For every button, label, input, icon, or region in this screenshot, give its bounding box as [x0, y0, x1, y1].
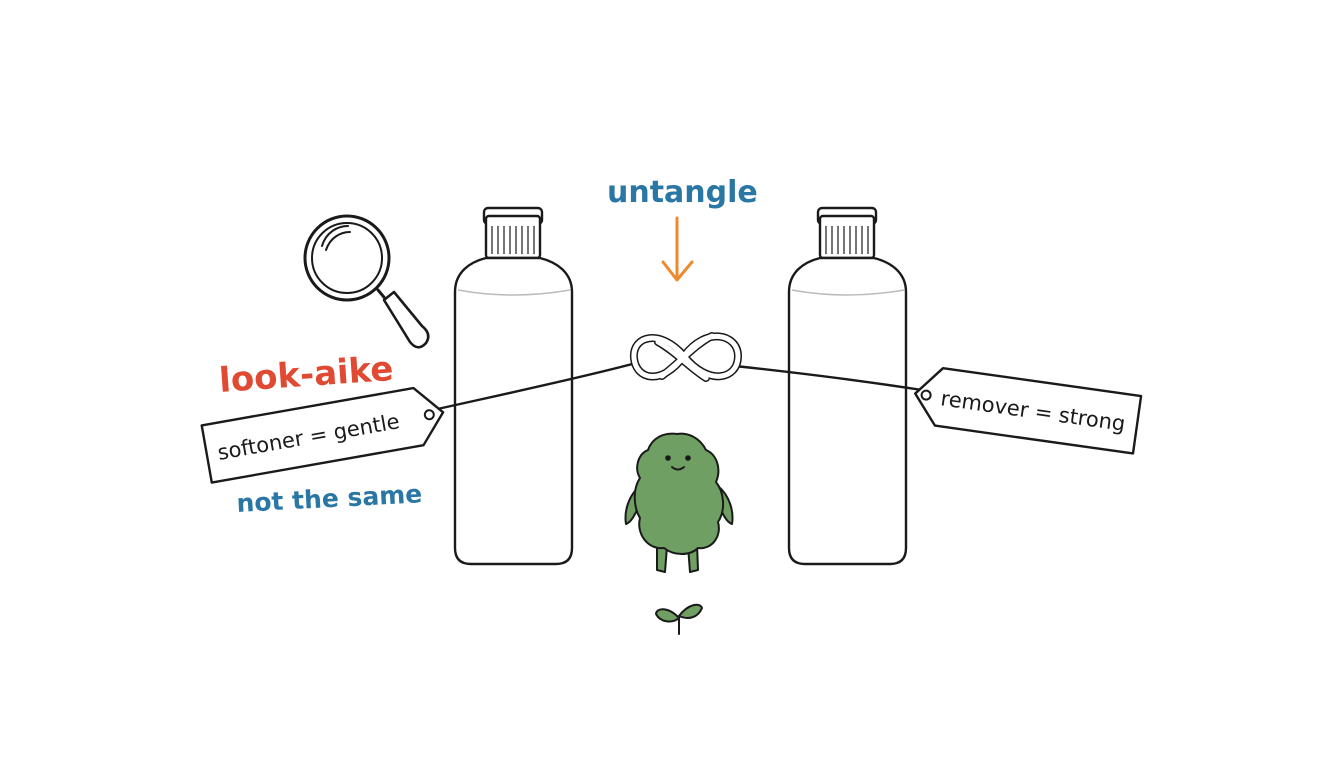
left-bottle-cap [484, 214, 542, 260]
left-bottle-body [453, 256, 574, 566]
look-alike-label: look-aike [218, 349, 395, 401]
sprout-icon [655, 603, 703, 635]
right-bottle-cap [818, 214, 876, 260]
right-tag: remover = strong [914, 366, 1143, 455]
left-bottle [453, 206, 574, 566]
arrow-down-icon [661, 216, 694, 282]
not-the-same-label: not the same [236, 479, 423, 518]
green-blob-mascot [624, 432, 734, 573]
knot-icon [629, 332, 743, 382]
right-bottle-body [787, 256, 908, 566]
left-string [432, 361, 637, 412]
untangle-label: untangle [607, 175, 758, 210]
left-bottle-shoulder-line [457, 289, 571, 296]
left-tag: softoner = gentle [200, 386, 445, 484]
magnifying-glass-icon [303, 214, 430, 349]
left-bottle-cap-ridges [491, 226, 535, 254]
right-string [734, 364, 923, 392]
right-bottle [787, 206, 908, 566]
right-bottle-cap-ridges [825, 226, 869, 254]
right-bottle-shoulder-line [791, 289, 905, 296]
